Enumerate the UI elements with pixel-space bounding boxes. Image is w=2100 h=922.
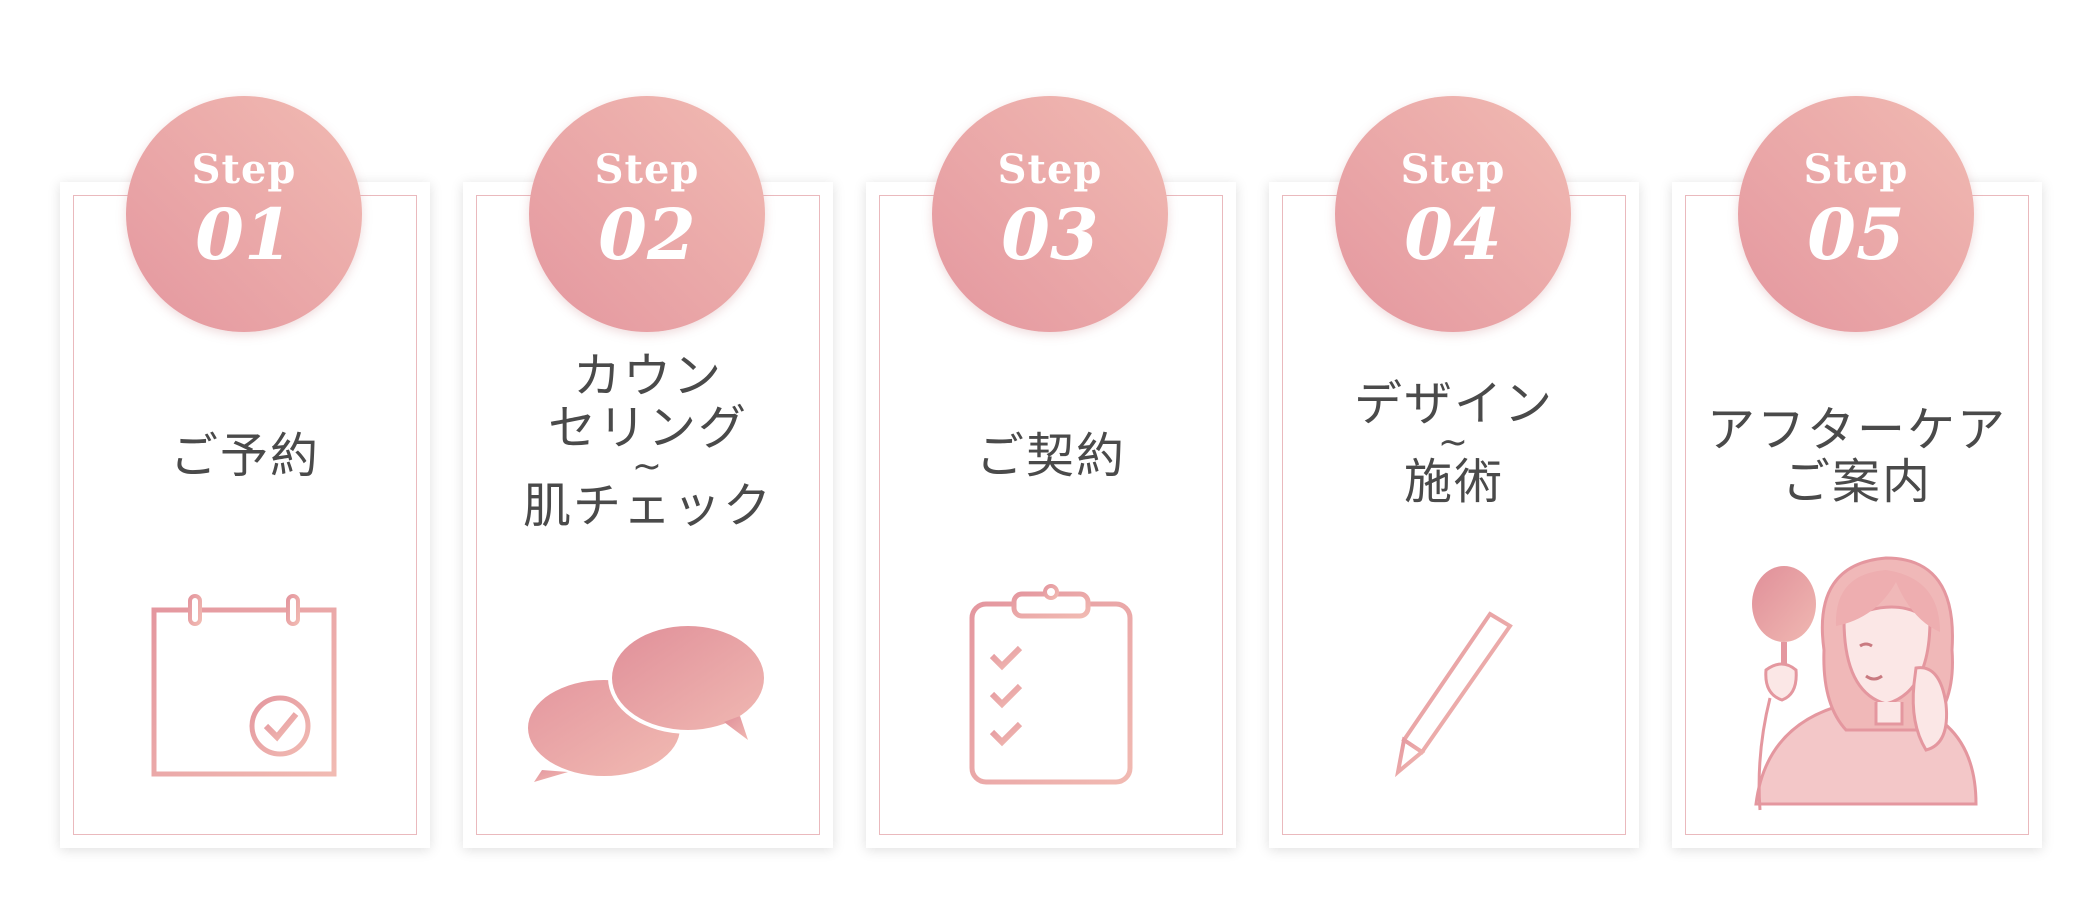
step-label: Step — [191, 146, 297, 193]
step-number: 03 — [1001, 193, 1099, 276]
step-number: 01 — [195, 193, 293, 276]
clipboard-checklist-icon — [969, 584, 1133, 785]
step-badge-1: Step 01 — [126, 96, 362, 332]
step-badge-4: Step 04 — [1335, 96, 1571, 332]
step-label: Step — [1400, 146, 1506, 193]
calendar-check-icon — [151, 594, 337, 777]
step-label: Step — [594, 146, 700, 193]
step-title-line: デザイン — [1353, 376, 1554, 432]
speech-bubbles-icon — [528, 622, 768, 782]
step-title-1: ご予約 — [60, 430, 430, 482]
step-title-line: ご契約 — [975, 428, 1126, 484]
woman-with-mirror-icon — [1752, 556, 1978, 811]
step-title-2: カウン セリング ~ 肌チェック — [463, 350, 833, 532]
step-badge-2: Step 02 — [529, 96, 765, 332]
step-badge-3: Step 03 — [932, 96, 1168, 332]
step-title-5: アフターケア ご案内 — [1672, 404, 2042, 508]
step-badge-5: Step 05 — [1738, 96, 1974, 332]
step-number: 02 — [598, 193, 696, 276]
step-number: 04 — [1404, 193, 1502, 276]
step-title-3: ご契約 — [866, 430, 1236, 482]
step-title-line: アフターケア — [1706, 402, 2007, 458]
step-title-4: デザイン ~ 施術 — [1269, 378, 1639, 508]
step-title-line: ご予約 — [169, 428, 320, 484]
step-title-line: 施術 — [1403, 454, 1504, 510]
step-title-line: カウン — [572, 348, 723, 404]
step-number: 05 — [1807, 193, 1905, 276]
step-title-line: セリング — [547, 400, 748, 456]
step-title-tilde: ~ — [1437, 422, 1471, 463]
pencil-icon — [1395, 611, 1513, 778]
step-title-line: 肌チェック — [522, 478, 773, 534]
step-title-tilde: ~ — [631, 446, 665, 487]
step-label: Step — [997, 146, 1103, 193]
step-label: Step — [1803, 146, 1909, 193]
step-title-line: ご案内 — [1781, 454, 1932, 510]
